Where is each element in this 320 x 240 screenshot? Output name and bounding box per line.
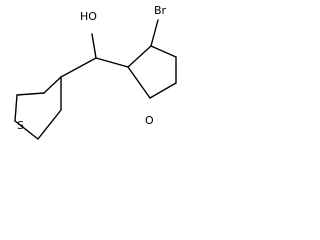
hydroxyl-label: HO — [80, 10, 97, 23]
bond-thiophene-1 — [43, 76, 62, 94]
bond-thiophene-5 — [37, 109, 62, 140]
bond-furan-2 — [150, 45, 177, 58]
thiophene-sulfur-label: S — [17, 119, 24, 132]
bond-thiophene-2 — [16, 92, 45, 96]
bond-furan-5 — [127, 66, 151, 99]
bond-thiophene-3 — [14, 94, 18, 122]
bromine-label: Br — [154, 4, 167, 17]
bond-center-furan — [95, 57, 129, 68]
bond-furan-4 — [149, 82, 177, 99]
bond-bromine — [150, 19, 159, 47]
bond-center-thiophene — [60, 57, 97, 78]
bond-hydroxyl — [91, 33, 97, 59]
bond-thiophene-4 — [14, 120, 39, 140]
molecule-structure: HO Br O S — [14, 4, 177, 140]
furan-oxygen-label: O — [145, 114, 154, 127]
bond-furan-1 — [127, 45, 152, 68]
